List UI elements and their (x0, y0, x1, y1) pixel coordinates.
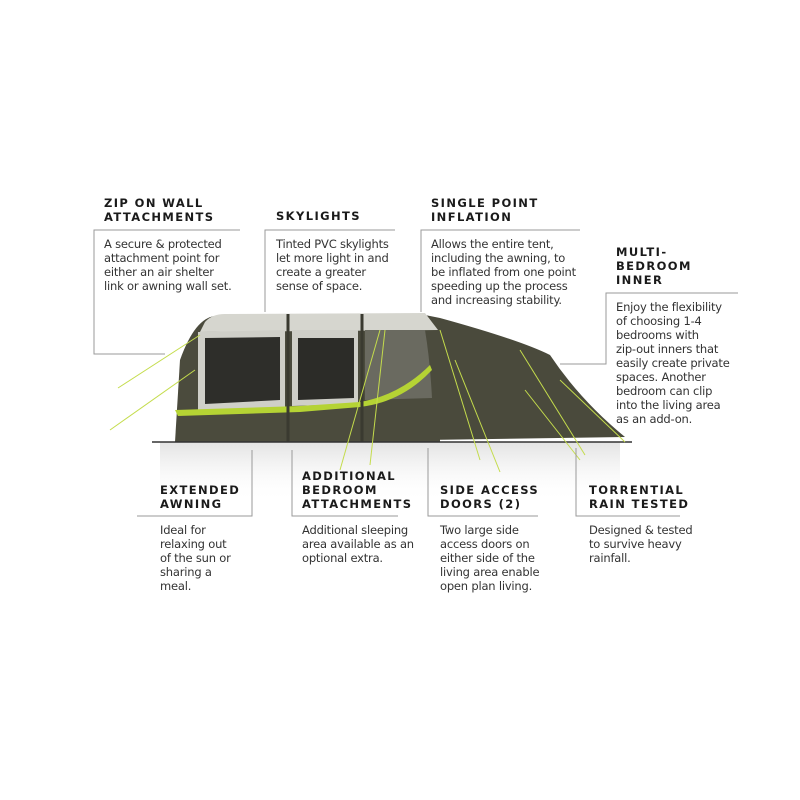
feature-body-additional-bedroom: Additional sleeping area available as an… (302, 523, 414, 565)
feature-body-multi-bedroom-inner: Enjoy the flexibility of choosing 1-4 be… (616, 300, 730, 426)
feature-body-side-access-doors: Two large side access doors on either si… (440, 523, 540, 593)
feature-body-torrential-rain: Designed & tested to survive heavy rainf… (589, 523, 693, 565)
skylight-window-icon (298, 338, 354, 400)
feature-body-single-point-inflation: Allows the entire tent, including the aw… (431, 237, 576, 307)
callout-lines (93, 229, 738, 517)
tent-roof-panel (200, 313, 438, 332)
feature-title-zip-on-wall: ZIP ON WALL ATTACHMENTS (104, 196, 215, 224)
tent-reflection (160, 442, 620, 502)
guy-ropes (109, 329, 626, 473)
feature-title-additional-bedroom: ADDITIONAL BEDROOM ATTACHMENTS (302, 469, 413, 511)
feature-title-multi-bedroom-inner: MULTI- BEDROOM INNER (616, 245, 692, 287)
feature-title-skylights: SKYLIGHTS (276, 209, 361, 223)
feature-title-torrential-rain: TORRENTIAL RAIN TESTED (589, 483, 690, 511)
feature-body-zip-on-wall: A secure & protected attachment point fo… (104, 237, 232, 293)
feature-title-single-point-inflation: SINGLE POINT INFLATION (431, 196, 539, 224)
feature-body-skylights: Tinted PVC skylights let more light in a… (276, 237, 389, 293)
feature-body-extended-awning: Ideal for relaxing out of the sun or sha… (160, 523, 231, 593)
skylight-window-icon (205, 337, 280, 404)
accent-stripe (175, 365, 432, 416)
feature-title-side-access-doors: SIDE ACCESS DOORS (2) (440, 483, 540, 511)
feature-title-extended-awning: EXTENDED AWNING (160, 483, 241, 511)
